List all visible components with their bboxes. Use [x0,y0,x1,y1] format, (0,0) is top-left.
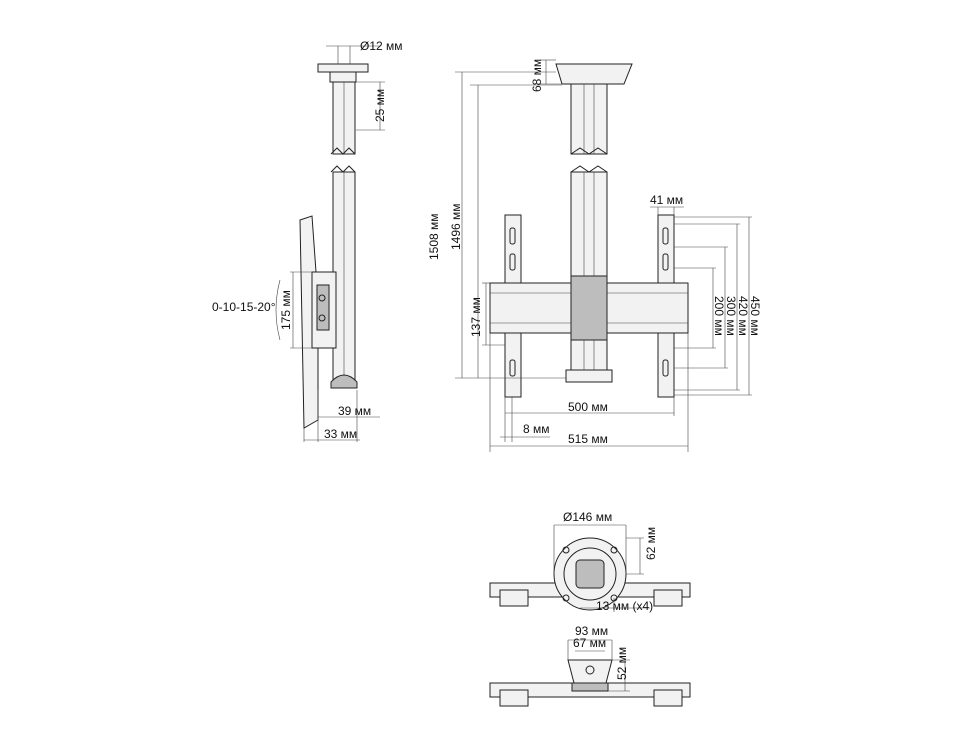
dim-rail-width: 41 мм [650,193,683,207]
pole-section [575,559,605,589]
pole-clamp [570,275,608,341]
dim-vesa-200: 200 мм [712,296,726,336]
dim-width-515: 515 мм [568,432,608,446]
clamp-bottom [567,659,613,684]
dim-vesa-450: 450 мм [748,296,762,336]
right-rail-bottom [653,689,683,707]
break-mark [330,147,356,155]
dim-height-max: 1508 мм [427,213,441,260]
tilt-arc [275,279,281,341]
left-rail-top [499,589,529,607]
pole-end-cap [330,374,358,389]
dim-holes: 13 мм (x4) [596,599,653,613]
front-view: 1508 мм 1496 мм 68 мм 137 мм 41 мм 450 м… [427,59,762,452]
dim-beam-height: 137 мм [469,297,483,337]
dim-adapter-height: 175 мм [279,290,293,330]
side-view: Ø12 мм 25 мм 0-10-15-20° 175 мм 39 мм 33… [212,39,403,442]
dim-offset-8: 8 мм [523,422,550,436]
dim-height-52: 52 мм [615,647,629,680]
dim-top-plate: 68 мм [530,59,544,92]
dim-height-min: 1496 мм [449,203,463,250]
dim-width-500: 500 мм [568,400,608,414]
dim-depth-39: 39 мм [338,404,371,418]
ceiling-plate-front [555,63,633,85]
right-rail-top [653,589,683,607]
dim-flange-diameter: Ø146 мм [563,510,612,524]
break-mark [330,165,356,173]
pole-end-front [565,369,613,383]
pole-upper-front [570,83,608,155]
screen-plate-side [299,215,319,429]
dim-depth-33: 33 мм [324,427,357,441]
clamp-plate [571,682,609,692]
dim-width-93: 93 мм [575,624,608,638]
dim-vesa-300: 300 мм [724,296,738,336]
rail-slots [509,227,669,377]
dim-tilt: 0-10-15-20° [212,300,276,314]
top-view: Ø146 мм 62 мм 13 мм (x4) [489,510,691,613]
left-rail-bottom [499,689,529,707]
dim-plate-height: 25 мм [373,89,387,122]
dim-flange-height: 62 мм [644,527,658,560]
dim-width-67: 67 мм [573,636,606,650]
ceiling-bracket-side [329,71,357,83]
dim-rod-diameter: Ø12 мм [360,39,403,53]
dim-vesa-420: 420 мм [736,296,750,336]
bottom-view: 93 мм 67 мм 52 мм [489,624,691,707]
tilt-mechanism [316,284,330,331]
ceiling-plate-side [317,63,369,73]
